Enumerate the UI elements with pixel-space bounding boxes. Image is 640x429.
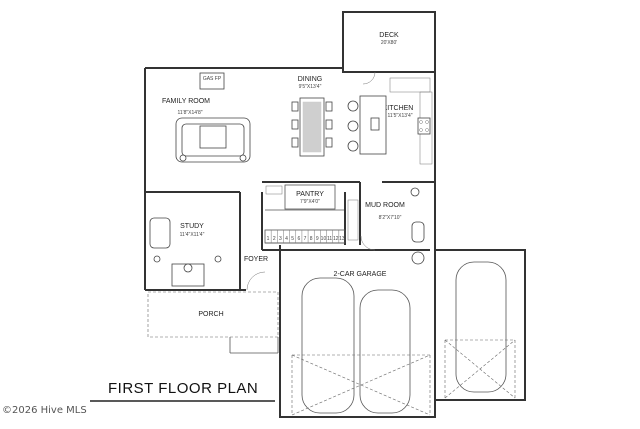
porch: PORCH bbox=[147, 291, 279, 354]
study-label: STUDY bbox=[180, 223, 204, 230]
desk-chair-icon bbox=[183, 263, 193, 273]
pantry-dims: 7'9"X4'0" bbox=[300, 199, 320, 205]
porch-label: PORCH bbox=[198, 311, 223, 318]
plan-title: FIRST FLOOR PLAN bbox=[90, 380, 275, 402]
foyer: FOYER bbox=[244, 256, 268, 291]
kitchen: KITCHEN 11'5"X13'4" bbox=[347, 71, 433, 165]
garage: 2-CAR GARAGE bbox=[279, 245, 526, 418]
stair-number: 7 bbox=[304, 236, 307, 242]
stair-number: 11 bbox=[327, 236, 332, 242]
sink-icon bbox=[370, 117, 380, 131]
dining-dims: 9'5"X13'4" bbox=[299, 84, 322, 90]
car-outline bbox=[455, 261, 507, 393]
bar-stools-icon bbox=[347, 100, 359, 152]
stair-number: 2 bbox=[273, 236, 276, 242]
family-room-dims: 11'8"X14'8" bbox=[177, 110, 202, 116]
copyright-watermark: ©2026 Hive MLS bbox=[2, 405, 87, 416]
armchair-icon bbox=[149, 217, 171, 249]
deck-dims: 20'X80' bbox=[381, 40, 397, 46]
dining-label: DINING bbox=[298, 76, 323, 83]
family-room: GAS FP FAMILY ROOM 11'8"X14'8" bbox=[162, 72, 251, 163]
kitchen-label: KITCHEN bbox=[383, 105, 414, 112]
fireplace-label: GAS FP bbox=[203, 76, 222, 82]
dining-table-icon bbox=[291, 97, 333, 157]
deck: DECK 20'X80' bbox=[342, 11, 436, 73]
dining-room: DINING 9'5"X13'4" bbox=[291, 76, 333, 157]
foyer-label: FOYER bbox=[244, 256, 268, 263]
study: STUDY 11'4"X11'4" bbox=[149, 217, 222, 287]
car-outline bbox=[301, 277, 355, 414]
sofa-icon bbox=[175, 117, 251, 163]
range-icon bbox=[417, 117, 431, 135]
mud-room: MUD ROOM 8'2"X7'10" bbox=[347, 187, 425, 251]
stair-number: 10 bbox=[321, 236, 327, 242]
car-outline bbox=[359, 289, 411, 414]
water-heater-icon bbox=[411, 251, 425, 265]
stair-number: 8 bbox=[310, 236, 313, 242]
study-dims: 11'4"X11'4" bbox=[180, 232, 205, 238]
stair-number: 13 bbox=[339, 236, 345, 242]
stair-number: 9 bbox=[316, 236, 319, 242]
pantry: PANTRY 7'9"X4'0" bbox=[265, 184, 336, 210]
title-text: FIRST FLOOR PLAN bbox=[108, 380, 258, 397]
family-room-label: FAMILY ROOM bbox=[162, 98, 210, 105]
stair-number: 3 bbox=[279, 236, 282, 242]
garage-label: 2-CAR GARAGE bbox=[334, 271, 387, 278]
mud-room-label: MUD ROOM bbox=[365, 202, 405, 209]
deck-label: DECK bbox=[379, 32, 399, 39]
stair-number: 12 bbox=[333, 236, 339, 242]
door-swing bbox=[362, 71, 376, 85]
house-walls bbox=[144, 60, 436, 291]
fireplace-icon bbox=[199, 72, 225, 90]
lamp-icon bbox=[214, 255, 222, 263]
toilet-icon bbox=[411, 221, 425, 243]
lamp-icon bbox=[153, 255, 161, 263]
stair-number: 5 bbox=[291, 236, 294, 242]
washer-icon bbox=[410, 187, 420, 197]
kitchen-dims: 11'5"X13'4" bbox=[387, 113, 412, 119]
stair-number: 1 bbox=[267, 236, 270, 242]
stair-number: 6 bbox=[297, 236, 300, 242]
pantry-label: PANTRY bbox=[296, 191, 324, 198]
stair-number: 4 bbox=[285, 236, 288, 242]
mud-room-dims: 8'2"X7'10" bbox=[379, 215, 402, 221]
